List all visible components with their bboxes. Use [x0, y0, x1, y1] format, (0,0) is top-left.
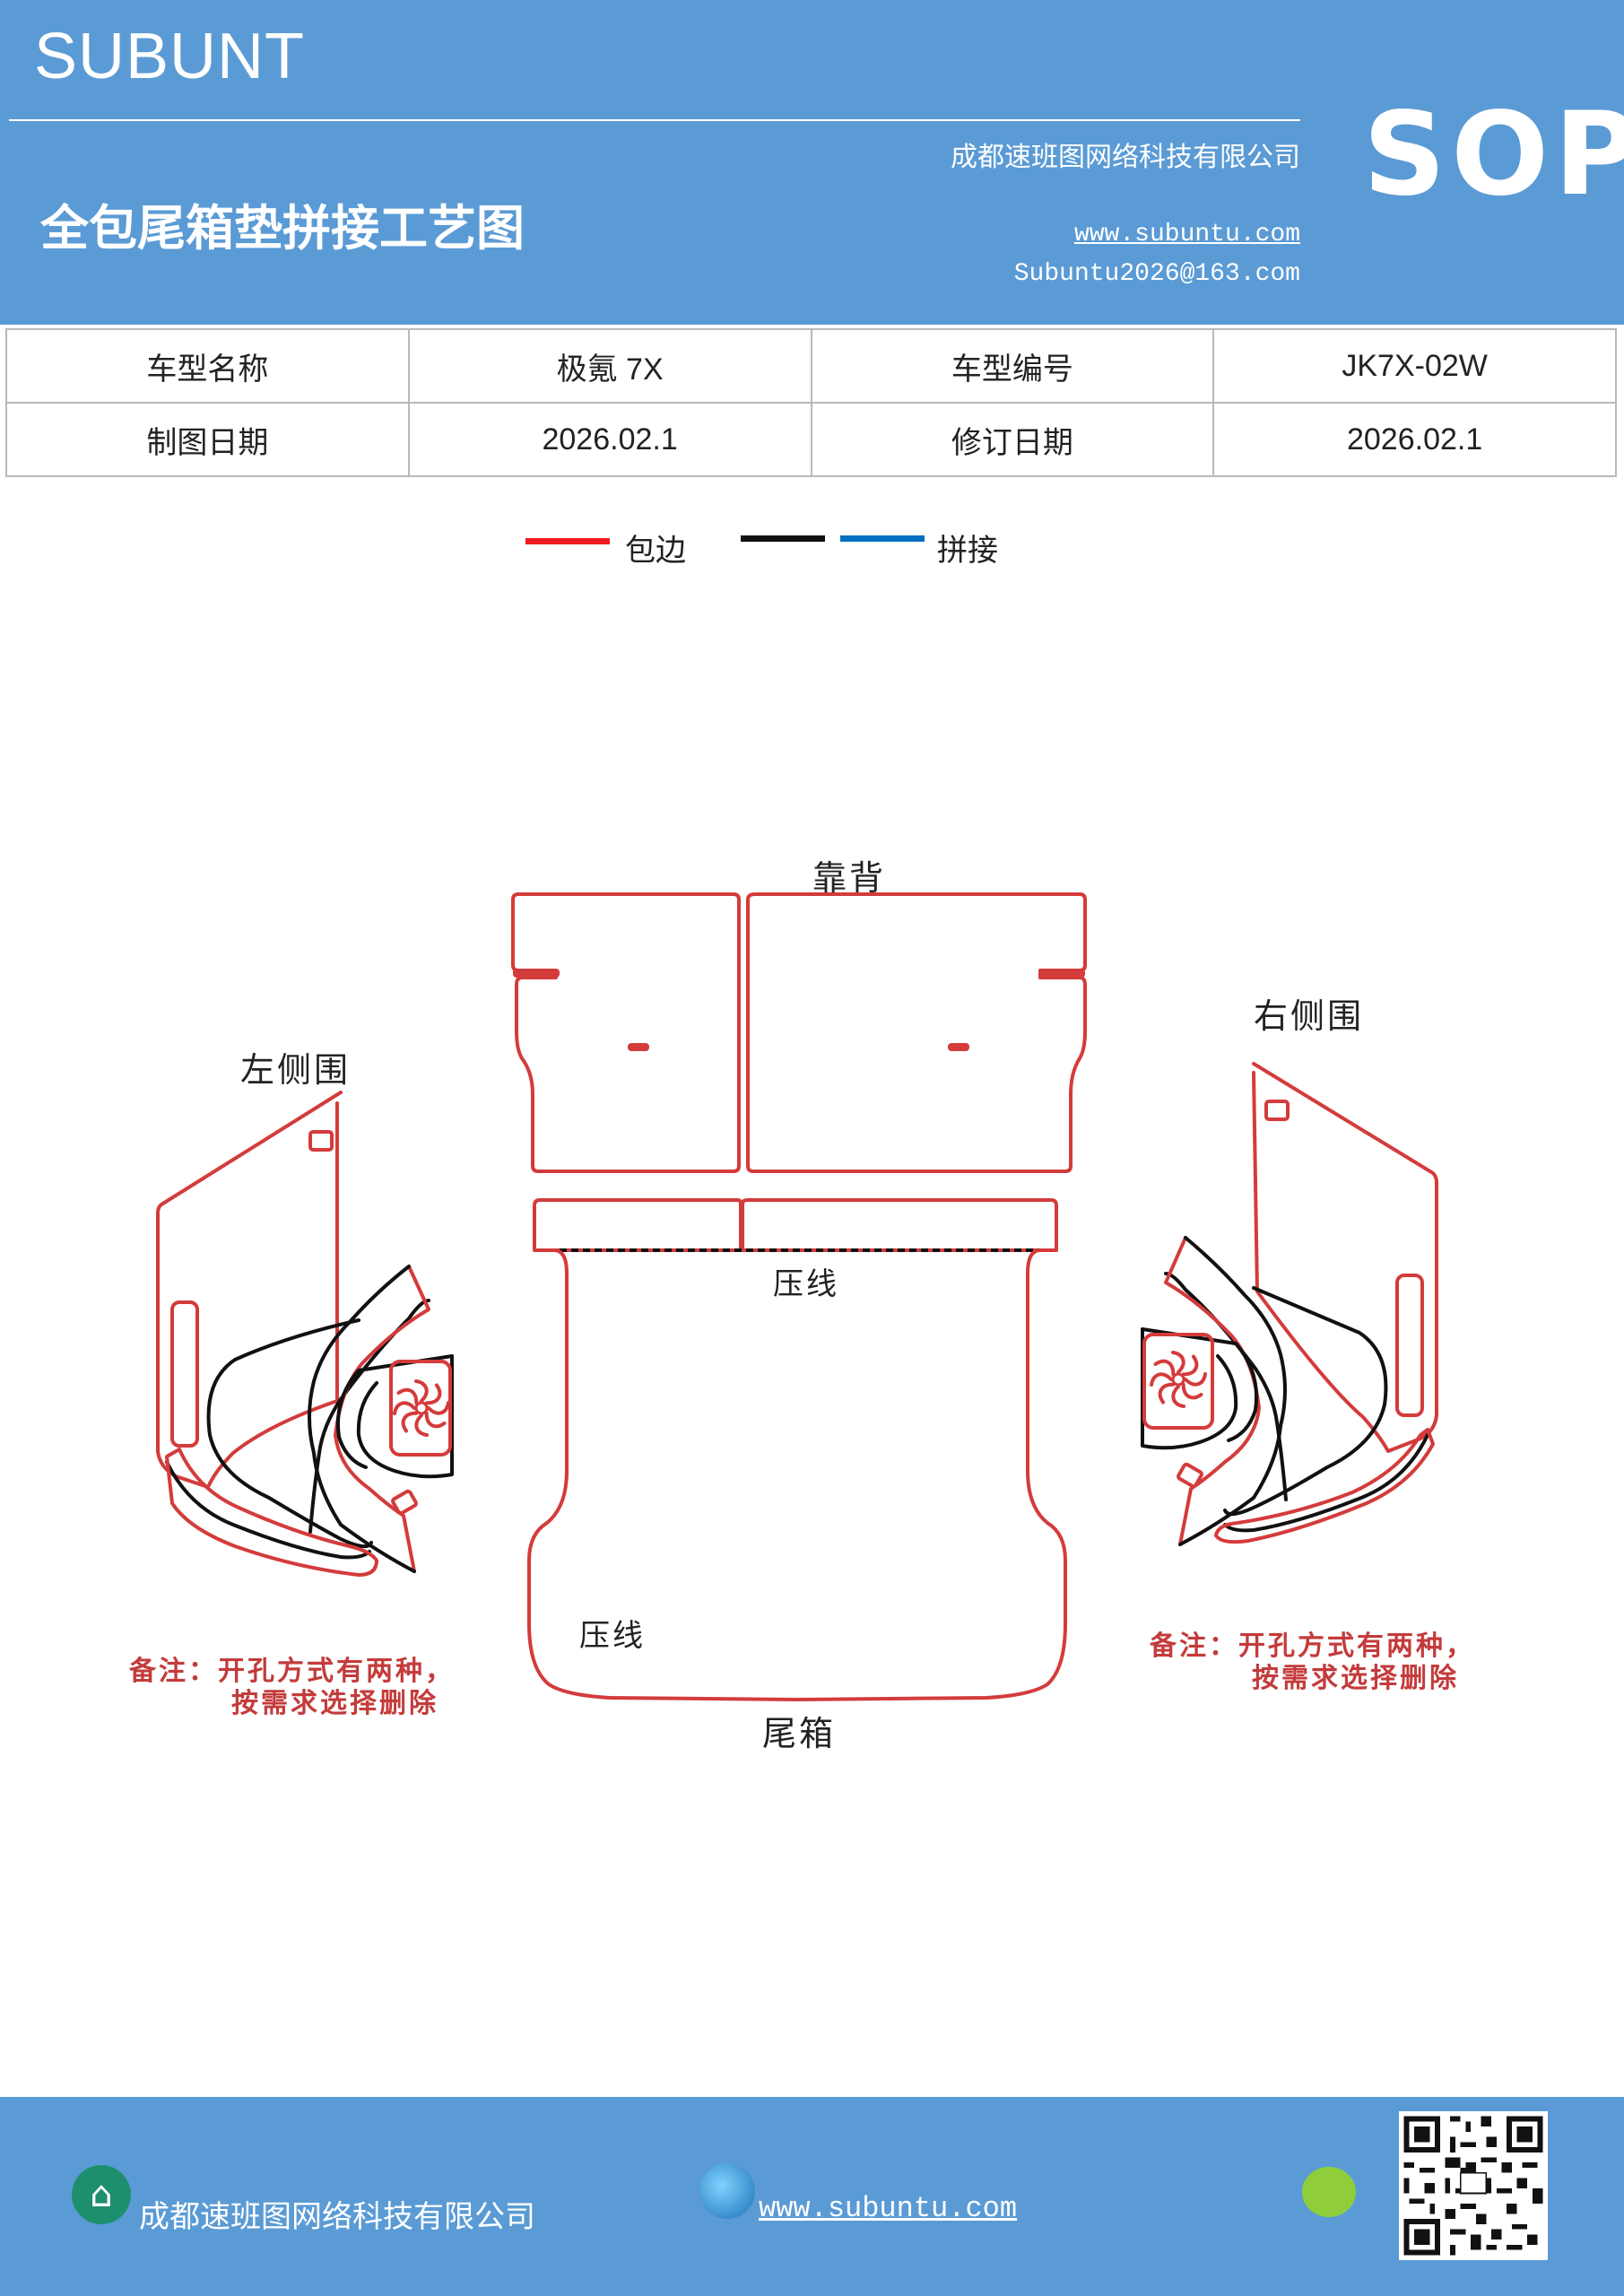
- press-line-strip: [533, 1198, 1058, 1252]
- revise-date-label: 修订日期: [810, 402, 1215, 477]
- sop-badge: SOP: [1363, 88, 1624, 222]
- right-side-wall: [1141, 1062, 1438, 1546]
- table-row: 车型名称 极氪 7X 车型编号 JK7X-02W: [5, 328, 1617, 404]
- brand-name: SUBUNT: [34, 21, 306, 92]
- globe-icon: [699, 2163, 755, 2219]
- draw-date-label: 制图日期: [5, 402, 410, 477]
- trunk-floor-panel: [527, 1248, 1067, 1701]
- press-line-label-top: 压线: [773, 1266, 839, 1302]
- left-fan-vent-box: [389, 1360, 452, 1457]
- model-code-value: JK7X-02W: [1212, 328, 1617, 404]
- qr-code-icon: [1399, 2111, 1548, 2260]
- header-banner: SUBUNT SOP 全包尾箱垫拼接工艺图 成都速班图网络科技有限公司 www.…: [0, 0, 1624, 325]
- footer-website-link[interactable]: www.subuntu.com: [759, 2192, 1018, 2225]
- footer-company-name: 成都速班图网络科技有限公司: [139, 2199, 535, 2235]
- model-name-value: 极氪 7X: [407, 328, 812, 404]
- left-note: 备注：开孔方式有两种， 按需求选择删除: [129, 1656, 455, 1720]
- right-note-line1: 备注：开孔方式有两种，: [1150, 1631, 1475, 1662]
- model-name-label: 车型名称: [5, 328, 410, 404]
- building-icon: ⌂: [72, 2165, 131, 2224]
- backrest-label: 靠背: [812, 858, 887, 898]
- info-table: 车型名称 极氪 7X 车型编号 JK7X-02W 制图日期 2026.02.1 …: [5, 328, 1617, 477]
- legend-edge-swatch: [525, 538, 610, 544]
- model-code-label: 车型编号: [810, 328, 1215, 404]
- header-divider: [9, 119, 1300, 121]
- draw-date-value: 2026.02.1: [407, 402, 812, 477]
- right-note-line2: 按需求选择删除: [1252, 1663, 1459, 1694]
- company-name: 成都速班图网络科技有限公司: [951, 142, 1300, 173]
- right-fan-vent-box: [1142, 1333, 1214, 1430]
- left-side-label: 左侧围: [240, 1050, 352, 1090]
- legend-edge-label: 包边: [625, 533, 686, 569]
- revise-date-value: 2026.02.1: [1212, 402, 1617, 477]
- footer-banner: ⌂ 成都速班图网络科技有限公司 www.subuntu.com: [0, 2097, 1624, 2296]
- wechat-icon: [1302, 2167, 1356, 2217]
- trunk-label: 尾箱: [762, 1714, 837, 1753]
- right-side-label: 右侧围: [1254, 996, 1365, 1036]
- legend-splice-label: 拼接: [937, 533, 998, 569]
- email-address[interactable]: Subuntu2026@163.com: [1013, 260, 1300, 288]
- right-note: 备注：开孔方式有两种， 按需求选择删除: [1150, 1631, 1475, 1695]
- backrest-left-panel: [511, 892, 741, 1173]
- table-row: 制图日期 2026.02.1 修订日期 2026.02.1: [5, 402, 1617, 477]
- legend-splice-black-swatch: [741, 535, 825, 542]
- legend-splice-blue-swatch: [840, 535, 925, 542]
- left-note-line1: 备注：开孔方式有两种，: [129, 1656, 455, 1687]
- document-title: 全包尾箱垫拼接工艺图: [40, 199, 525, 257]
- left-side-wall: [156, 1091, 454, 1577]
- website-link[interactable]: www.subuntu.com: [1073, 221, 1300, 248]
- press-line-label-bottom: 压线: [579, 1618, 646, 1654]
- backrest-right-panel: [746, 892, 1087, 1173]
- left-note-line2: 按需求选择删除: [231, 1688, 439, 1719]
